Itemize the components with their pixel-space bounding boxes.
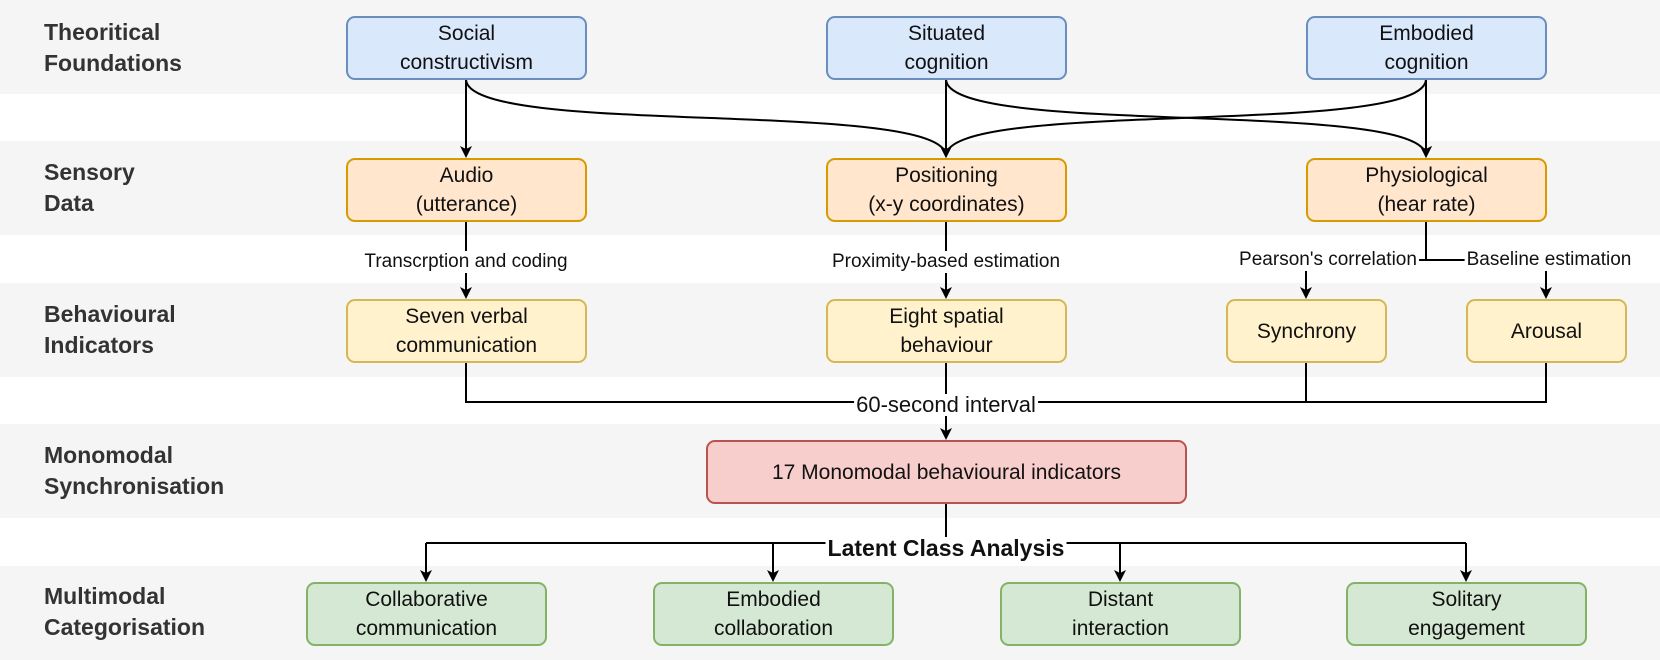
node-physiological: Physiological(hear rate) bbox=[1306, 158, 1547, 222]
node-positioning: Positioning(x-y coordinates) bbox=[826, 158, 1067, 222]
edge-arousal-monomodal bbox=[1306, 363, 1547, 403]
node-monomodal-indicators: 17 Monomodal behavioural indicators bbox=[706, 440, 1187, 504]
edge-verbal-monomodal bbox=[465, 363, 946, 403]
edge-label-transcription: Transcrption and coding bbox=[362, 251, 570, 273]
edge-label-lca: Latent Class Analysis bbox=[825, 535, 1067, 561]
node-arousal: Arousal bbox=[1466, 299, 1627, 363]
node-synchrony: Synchrony bbox=[1226, 299, 1387, 363]
edge-label-proximity: Proximity-based estimation bbox=[829, 251, 1063, 273]
edge-label-pearson: Pearson's correlation bbox=[1237, 249, 1419, 271]
edge-embodied-positioning bbox=[940, 78, 1427, 158]
edge-social-positioning bbox=[465, 78, 952, 158]
edge-label-baseline: Baseline estimation bbox=[1464, 249, 1634, 271]
node-audio: Audio(utterance) bbox=[346, 158, 587, 222]
edge-label-interval: 60-second interval bbox=[854, 392, 1038, 417]
